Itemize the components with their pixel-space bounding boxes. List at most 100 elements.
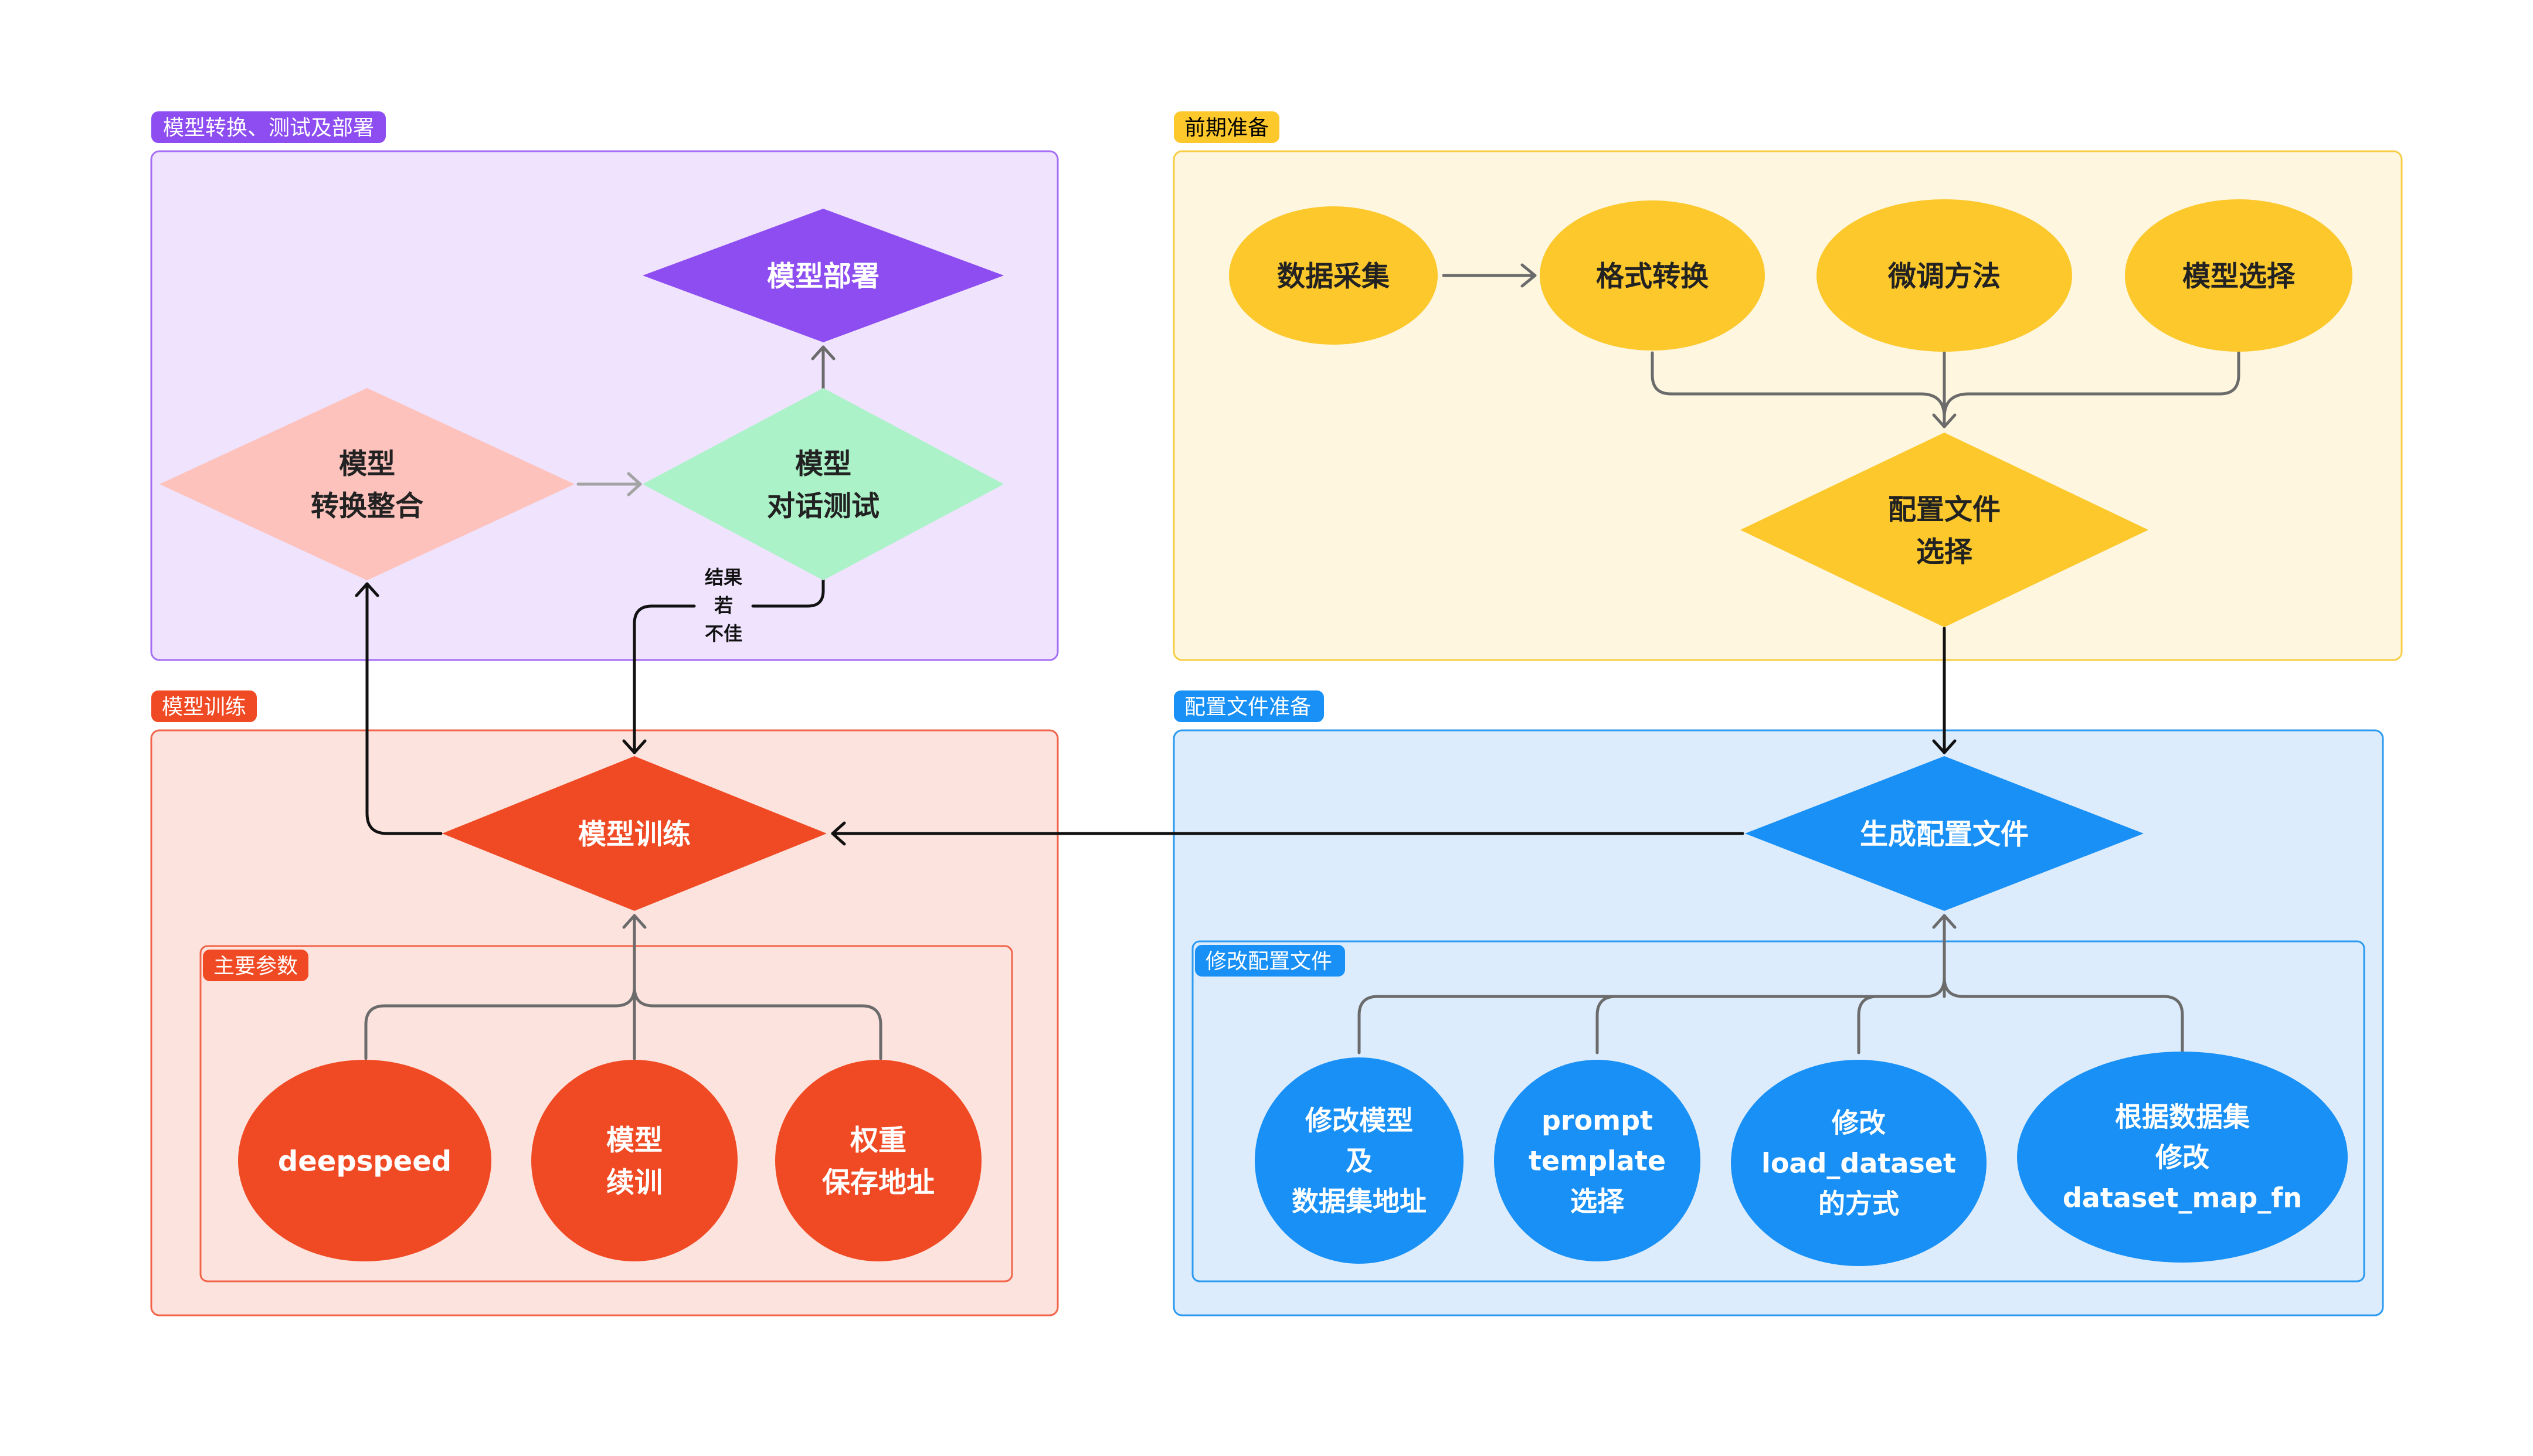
node-data-collect[interactable]: 数据采集 [1229, 206, 1438, 345]
save-path-line-1: 权重 [850, 1124, 906, 1156]
node-gen-config-label: 生成配置文件 [1860, 818, 2029, 851]
node-dataset-map-shape [2017, 1052, 2348, 1263]
node-finetune-method-label: 微调方法 [1887, 260, 2001, 292]
arrowhead-chat-test [627, 472, 642, 496]
config-select-line-1: 配置文件 [1888, 493, 2001, 526]
edge-modify-load [1857, 995, 1879, 1054]
arrowhead-train-from-params [622, 914, 647, 929]
node-finetune-method-shape [1816, 199, 2072, 352]
subgroup-modify-tag [1195, 945, 1345, 977]
group-prep-tag [1174, 111, 1279, 143]
node-format-convert-shape [1540, 200, 1765, 351]
node-deploy-model[interactable]: 模型部署 [643, 209, 1004, 342]
convert-merge-line-1: 模型 [339, 447, 395, 480]
node-model-train-label: 模型训练 [578, 818, 691, 851]
chat-test-line-1: 模型 [795, 447, 851, 480]
node-model-train-shape [442, 756, 827, 911]
group-deploy-label: 模型转换、测试及部署 [163, 116, 374, 140]
node-chat-test-shape [643, 388, 1004, 580]
dataset-map-line-1: 根据数据集 [2115, 1101, 2250, 1133]
node-config-select-shape [1740, 433, 2148, 627]
arrowhead-train-from-test [622, 739, 647, 754]
subgroup-params-box [199, 945, 1013, 1282]
edge-chat-to-train-left [633, 604, 696, 754]
node-model-select-label: 模型选择 [2182, 260, 2296, 292]
node-model-train[interactable]: 模型训练 [442, 756, 827, 911]
node-resume-label: 模型续训 [606, 1124, 663, 1199]
arrowhead-format [1520, 263, 1537, 288]
prompt-template-line-2: template [1529, 1145, 1666, 1177]
subgroup-params: 主要参数 [199, 945, 1013, 1282]
model-train-line-1: 模型训练 [578, 818, 691, 851]
node-save-path-shape [775, 1060, 982, 1261]
node-model-select-shape [2125, 199, 2352, 352]
edge-modify-prompt [1595, 995, 1618, 1054]
node-convert-merge[interactable]: 模型转换整合 [159, 388, 575, 580]
group-train-label: 模型训练 [162, 695, 246, 719]
prompt-template-line-1: prompt [1541, 1105, 1653, 1137]
group-config-tag [1174, 690, 1324, 722]
load-dataset-line-1: 修改 [1832, 1107, 1886, 1139]
arrowhead-deploy [811, 345, 836, 360]
node-save-path[interactable]: 权重保存地址 [775, 1060, 982, 1261]
resume-line-1: 模型 [606, 1124, 663, 1156]
subgroup-modify-box [1191, 940, 2365, 1282]
group-prep-label: 前期准备 [1184, 116, 1269, 140]
deploy-model-line-1: 模型部署 [767, 260, 880, 292]
load-dataset-line-2: load_dataset [1761, 1148, 1956, 1179]
node-gen-config-shape [1745, 756, 2144, 911]
node-gen-config[interactable]: 生成配置文件 [1745, 756, 2144, 911]
node-format-convert[interactable]: 格式转换 [1540, 200, 1765, 351]
node-load-dataset-shape [1731, 1060, 1987, 1266]
finetune-method-line-1: 微调方法 [1887, 260, 2001, 292]
modify-model-line-3: 数据集地址 [1292, 1186, 1427, 1217]
node-data-collect-label: 数据采集 [1277, 260, 1390, 292]
node-chat-test-label: 模型对话测试 [767, 447, 880, 522]
subgroup-params-label: 主要参数 [213, 954, 298, 978]
node-prompt-template-shape [1494, 1060, 1700, 1261]
edge-label-bad-result: 结果 若 不佳 [705, 566, 742, 645]
node-chat-test[interactable]: 模型对话测试 [643, 388, 1004, 580]
edge-label-bad-result-line-1: 结果 [705, 566, 742, 588]
node-model-select[interactable]: 模型选择 [2125, 199, 2352, 352]
edge-format-to-merge [1651, 351, 1923, 396]
node-format-convert-label: 格式转换 [1596, 260, 1709, 292]
node-resume-shape [531, 1060, 738, 1261]
edge-label-bad-result-line-3: 不佳 [705, 622, 742, 645]
node-config-select-label: 配置文件选择 [1888, 493, 2001, 568]
format-convert-line-1: 格式转换 [1596, 260, 1709, 292]
model-select-line-1: 模型选择 [2182, 260, 2296, 292]
arrowhead-gen-from-modify [1932, 914, 1957, 929]
node-resume[interactable]: 模型续训 [531, 1060, 738, 1261]
config-select-line-2: 选择 [1916, 535, 1973, 568]
subgroup-params-tag [203, 950, 308, 981]
edge-model-to-merge [1967, 351, 2240, 396]
group-deploy-tag [151, 111, 386, 143]
node-finetune-method[interactable]: 微调方法 [1816, 199, 2072, 352]
data-collect-line-1: 数据采集 [1277, 260, 1390, 292]
node-load-dataset[interactable]: 修改 load_dataset 的方式 [1731, 1060, 1987, 1266]
group-deploy: 模型转换、测试及部署 [150, 111, 1059, 661]
node-deploy-model-label: 模型部署 [767, 260, 880, 292]
nodes: 模型部署 模型转换整合 模型对话测试 数据采集 格式转换 微调方法 模型选择 [159, 199, 2352, 1266]
edge-train-to-convert [365, 582, 443, 835]
node-config-select[interactable]: 配置文件选择 [1740, 433, 2148, 627]
node-modify-model[interactable]: 修改模型及数据集地址 [1255, 1057, 1464, 1264]
load-dataset-line-3: 的方式 [1818, 1188, 1899, 1220]
connectors [355, 263, 2240, 1060]
modify-model-line-1: 修改模型 [1305, 1105, 1413, 1137]
modify-model-line-2: 及 [1346, 1145, 1373, 1177]
node-deepspeed[interactable]: deepspeed [238, 1060, 491, 1261]
convert-merge-line-2: 转换整合 [311, 489, 423, 522]
arrowhead-convert-merge [355, 582, 379, 597]
edge-label-bad-result-line-2: 若 [714, 594, 733, 617]
arrowhead-model-train [831, 821, 846, 846]
save-path-line-2: 保存地址 [822, 1166, 935, 1199]
node-deploy-model-shape [643, 209, 1004, 342]
gen-config-line-1: 生成配置文件 [1860, 818, 2029, 851]
node-deepspeed-label: deepspeed [278, 1145, 451, 1178]
